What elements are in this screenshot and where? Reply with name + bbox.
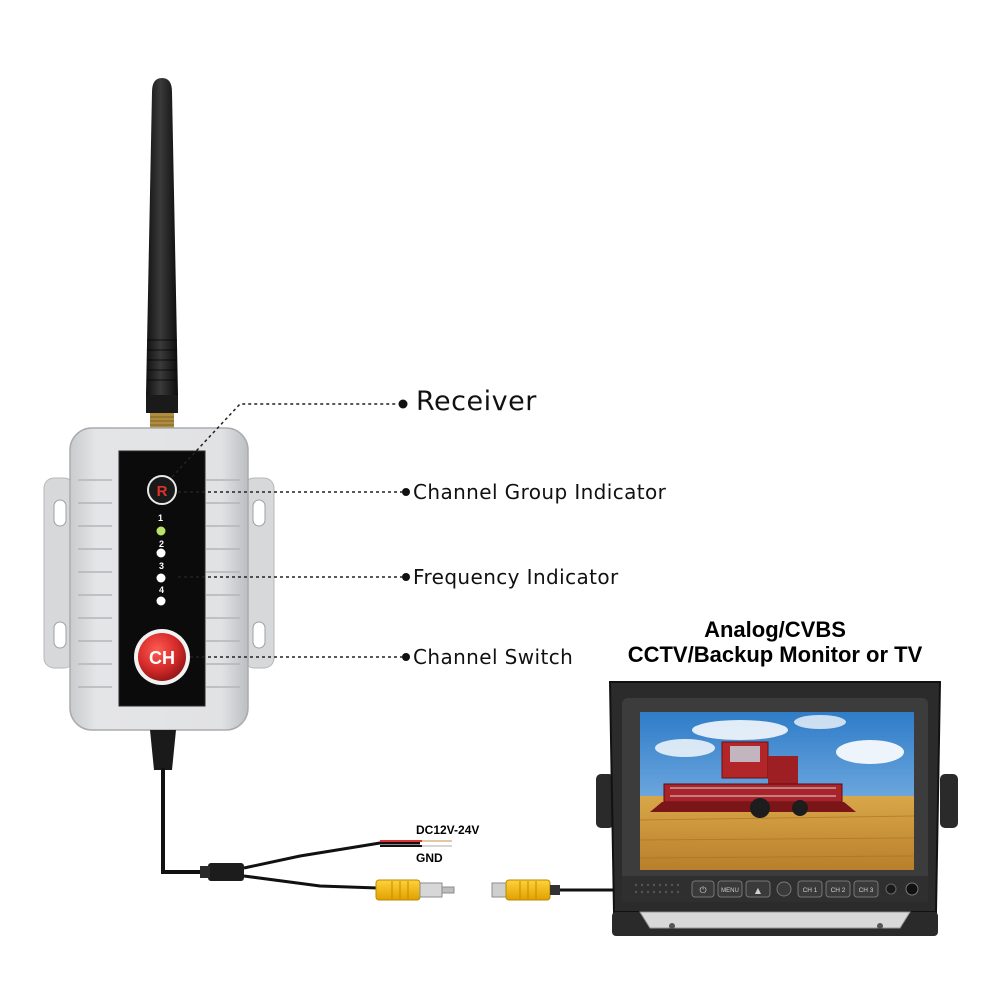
callout-receiver: Receiver: [416, 386, 537, 417]
callout-frequency: Frequency Indicator: [413, 565, 619, 589]
ch2-button-label: CH 2: [831, 887, 846, 894]
led-label-4: 4: [159, 585, 164, 595]
reset-button-label: R: [157, 483, 168, 500]
ch-button-label: CH: [149, 648, 175, 668]
receiver-cable: [150, 730, 452, 888]
led-4: [157, 597, 166, 606]
led-3: [157, 574, 166, 583]
monitor-title-line1: Analog/CVBS: [600, 617, 950, 643]
power-wire-label: DC12V-24V: [416, 823, 479, 837]
ch1-button-label: CH 1: [803, 887, 818, 894]
monitor-title-line2: CCTV/Backup Monitor or TV: [600, 642, 950, 668]
monitor: ⏻ MENU ▲ CH 1 CH 2 CH 3: [596, 682, 958, 936]
callout-channel-group: Channel Group Indicator: [413, 480, 666, 504]
nav-up-icon: ▲: [755, 886, 762, 895]
led-2: [157, 549, 166, 558]
reset-button[interactable]: R: [148, 476, 176, 504]
led-label-1: 1: [158, 513, 163, 523]
led-label-3: 3: [159, 561, 164, 571]
ground-wire-label: GND: [416, 851, 443, 865]
power-icon: ⏻: [699, 885, 706, 896]
monitor-screen: [640, 712, 914, 870]
ch3-button-label: CH 3: [859, 887, 874, 894]
headphone-jack: [906, 883, 918, 895]
select-button[interactable]: [777, 882, 791, 896]
callout-dots: [399, 400, 411, 662]
led-label-2: 2: [159, 539, 164, 549]
antenna: [146, 78, 178, 428]
led-1: [157, 527, 166, 536]
callout-channel-switch: Channel Switch: [413, 645, 573, 669]
menu-button-label: MENU: [721, 888, 739, 894]
ir-sensor: [886, 884, 896, 894]
rca-plug-receiver: [376, 880, 454, 900]
rca-jack-monitor: [492, 880, 614, 900]
channel-switch-button[interactable]: CH: [134, 629, 190, 685]
